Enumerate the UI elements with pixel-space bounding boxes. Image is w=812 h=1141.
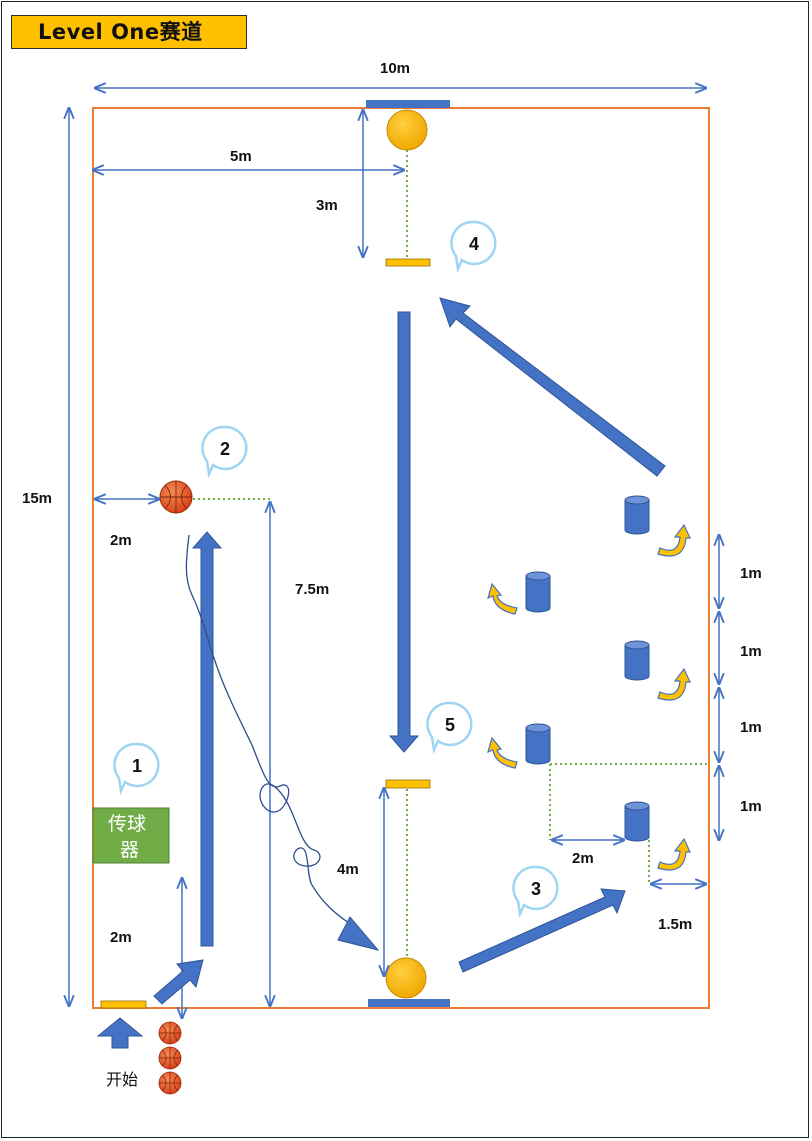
station-bubble-5-label: 5 [445, 715, 455, 735]
dim-cone-offset-edge-label: 1.5m [658, 916, 692, 933]
path-arrow-diagonal-top [439, 297, 666, 477]
ball-passer-label-line2: 器 [120, 839, 139, 861]
start-label: 开始 [106, 1070, 138, 1089]
station-bubble-4: 4 [450, 220, 497, 271]
path-arrow-down-center [388, 311, 420, 753]
start-line [100, 1000, 147, 1009]
station-bubble-1: 1 [113, 742, 160, 793]
station-bubble-2: 2 [201, 425, 248, 476]
top-free-throw-line [385, 258, 431, 267]
dim-cone-spacing-1-label: 1m [740, 565, 762, 582]
dim-hoop-to-line-bottom-label: 4m [337, 861, 359, 878]
bottom-free-throw-line [385, 779, 431, 789]
station-ball-icon [159, 480, 193, 514]
top-backboard [366, 100, 450, 108]
ball-passer [92, 807, 170, 864]
turn-arrow-icon-5 [657, 837, 691, 871]
dribble-path [185, 534, 353, 926]
bottom-backboard [368, 999, 450, 1007]
cone-icon-4 [525, 723, 551, 765]
path-arrow-diagonal-bottom [458, 888, 626, 973]
dim-cone-spacing-4-label: 1m [740, 798, 762, 815]
cone-icon-1 [624, 495, 650, 535]
turn-arrow-icon-3 [657, 667, 691, 701]
cone-icon-3 [624, 640, 650, 681]
station-bubble-4-label: 4 [469, 234, 479, 254]
dim-court-width-label: 10m [380, 60, 410, 77]
dim-ball-station-height-label: 7.5m [295, 581, 329, 598]
dim-hoop-to-center-label: 5m [230, 148, 252, 165]
cone-icon-2 [525, 571, 551, 613]
ball-passer-label-line1: 传球 [108, 813, 146, 835]
dribble-arrowhead [337, 916, 380, 951]
course-title: Level One赛道 [11, 15, 247, 49]
dim-cone-spacing-3-label: 1m [740, 719, 762, 736]
path-arrow-start-up [96, 1017, 144, 1049]
station-bubble-5: 5 [426, 701, 473, 752]
station-bubble-1-label: 1 [132, 756, 142, 776]
path-arrow-up-left [191, 531, 223, 947]
start-balls-icon [158, 1021, 182, 1095]
dim-start-run-up-label: 2m [110, 929, 132, 946]
top-hoop-icon [386, 109, 428, 151]
cone-icon-5 [624, 801, 650, 842]
dim-cone-spacing-2-label: 1m [740, 643, 762, 660]
turn-arrow-icon-1 [657, 523, 691, 557]
station-bubble-3: 3 [512, 865, 559, 916]
turn-arrow-icon-4 [487, 736, 518, 769]
bottom-hoop-icon [385, 957, 427, 999]
dim-hoop-to-line-top-label: 3m [316, 197, 338, 214]
turn-arrow-icon-2 [487, 582, 518, 615]
path-arrow-start [153, 959, 204, 1005]
dim-court-length-label: 15m [22, 490, 52, 507]
station-bubble-2-label: 2 [220, 439, 230, 459]
dim-cone-offset-x-label: 2m [572, 850, 594, 867]
station-bubble-3-label: 3 [531, 879, 541, 899]
dim-ball-station-offset-label: 2m [110, 532, 132, 549]
